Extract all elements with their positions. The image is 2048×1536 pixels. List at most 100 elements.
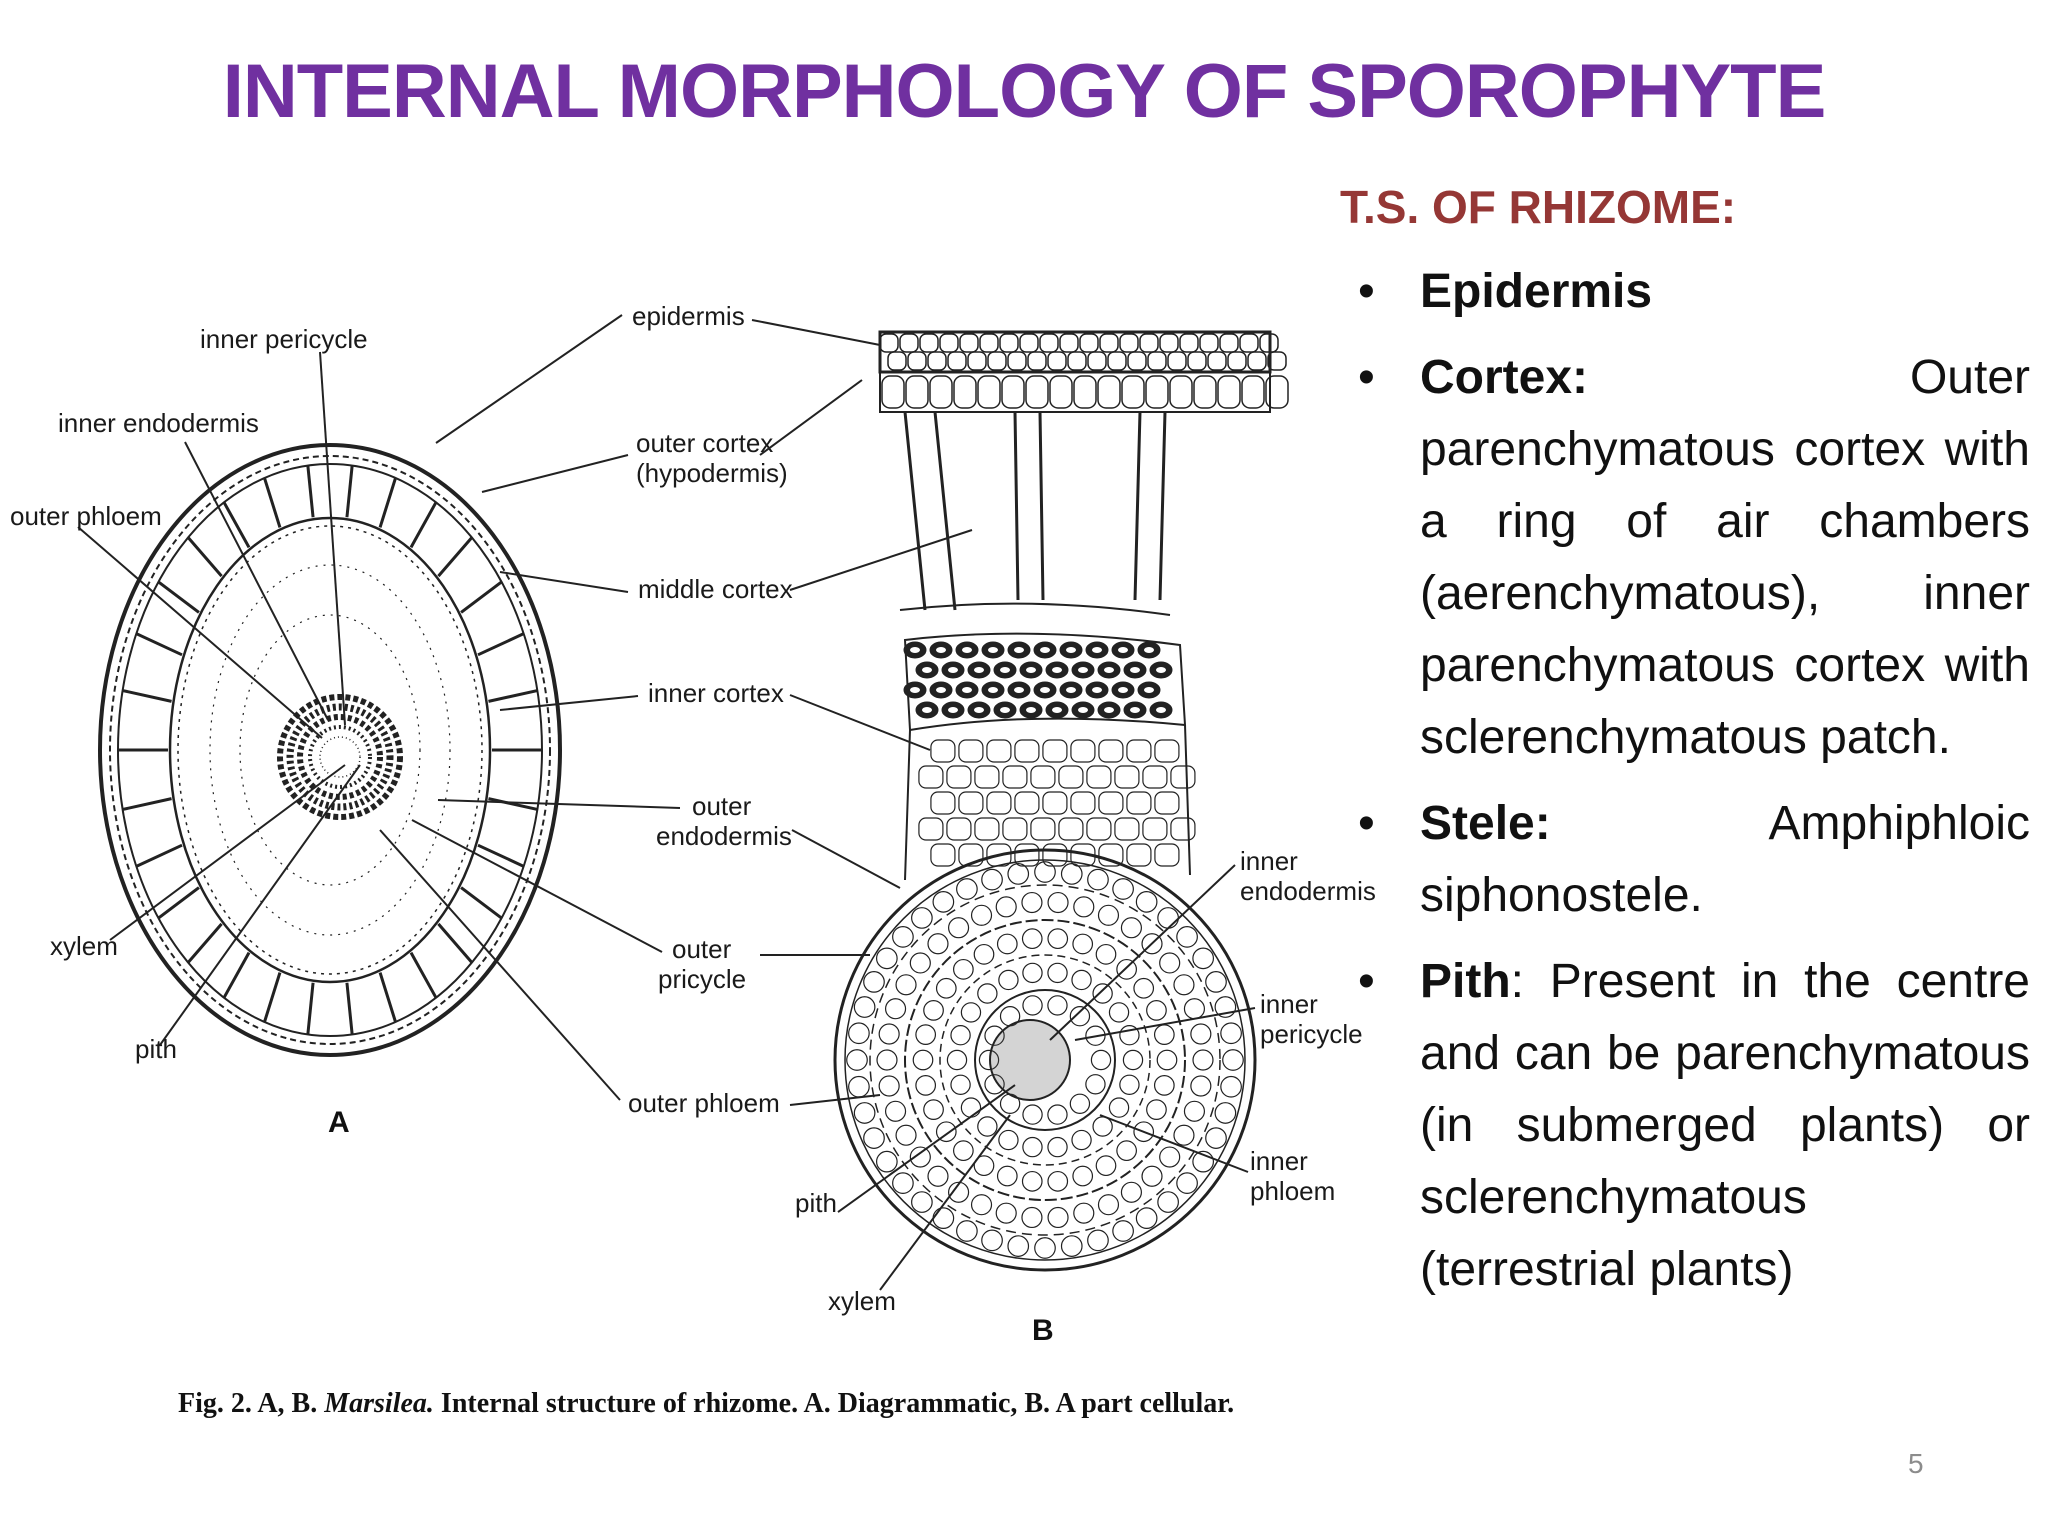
stele-cell (1047, 1170, 1069, 1192)
stele-cell (1205, 1127, 1227, 1149)
air-chamber-septum (135, 843, 183, 868)
stele-cell (878, 1023, 900, 1045)
rhizome-diagram: inner pericycle inner endodermis outer p… (10, 301, 1376, 1347)
cortex-cell (1126, 739, 1152, 763)
cortex-cell (1114, 817, 1140, 841)
b-inner-cortex-edge (904, 724, 1191, 881)
sclerenchyma-lumen (1118, 687, 1128, 693)
stele-cell (909, 1146, 931, 1168)
stele-cell (909, 952, 931, 974)
epidermis-cell (1047, 351, 1067, 371)
stele-cell (1116, 958, 1137, 980)
sclerenchyma-lumen (922, 707, 932, 713)
air-chamber-septum (345, 465, 354, 518)
stele-cell (1022, 1136, 1043, 1158)
figure-letter-a: A (328, 1106, 350, 1139)
epidermis-cell (927, 351, 947, 371)
stele-cell (998, 1129, 1019, 1151)
b-outer-endodermis (833, 848, 1257, 1272)
epidermis-cell (959, 333, 979, 353)
stele-cell (1097, 1194, 1120, 1216)
stele-cell (1192, 1150, 1215, 1173)
sclerenchyma-lumen (1130, 707, 1140, 713)
a-inner-cortex-texture (177, 525, 483, 975)
a-outer-cortex-ring (117, 463, 543, 1037)
caption-prefix: Fig. 2. A, B. (178, 1388, 325, 1419)
stele-cell (948, 917, 970, 939)
stele-cell (960, 1097, 982, 1118)
stele-cell (932, 1207, 955, 1230)
air-chamber-septum (157, 886, 200, 920)
stele-cell (1112, 878, 1134, 900)
sclerenchyma-lumen (948, 707, 958, 713)
hypodermis-cell (1169, 375, 1193, 409)
epidermis-cell (1167, 351, 1187, 371)
epidermis-cell (1159, 333, 1179, 353)
sclerenchyma-lumen (1040, 687, 1050, 693)
epidermis-cell (1259, 333, 1279, 353)
label-a-xylem: xylem (50, 931, 118, 961)
air-chamber-septum (222, 501, 251, 549)
bullet-dot: • (1358, 797, 1375, 850)
stele-cell (1183, 1100, 1206, 1122)
air-chamber-septum (345, 982, 354, 1035)
figure-letter-b: B (1032, 1314, 1054, 1347)
stele-cell (995, 1202, 1017, 1224)
stele-cell (950, 1074, 971, 1095)
stele-cell (1047, 1136, 1068, 1158)
hypodermis-cell (881, 375, 905, 409)
cortex-cell (986, 739, 1012, 763)
stele-cell (1060, 1235, 1083, 1257)
stele-cell (970, 904, 993, 926)
stele-cell (946, 1049, 968, 1071)
hypodermis-cell (905, 375, 929, 409)
hypodermis-cell (929, 375, 953, 409)
cortex-cell (1070, 791, 1096, 815)
label-middle-cortex: middle cortex (638, 574, 793, 604)
stele-cell (1021, 928, 1043, 950)
sclerenchyma-lumen (1156, 707, 1166, 713)
b-outer-pericycle (844, 859, 1246, 1261)
label-b-inner-endodermis-2: endodermis (1240, 876, 1376, 906)
air-chamber-septum (263, 477, 282, 528)
b-epidermis-cells (879, 333, 1287, 371)
sclerenchyma-lumen (1078, 707, 1088, 713)
stele-cell (1173, 974, 1195, 996)
b-middle-cortex-edge (899, 602, 1171, 616)
stele-cell (984, 1025, 1005, 1046)
bullet-cortex: •Cortex: Outer parenchymatous cortex wit… (1340, 342, 2030, 774)
sclerenchyma-lumen (962, 647, 972, 653)
bullet-term: Epidermis (1420, 265, 1653, 318)
stele-cell (1022, 995, 1043, 1016)
label-epidermis: epidermis (632, 301, 745, 331)
stele-cell (1220, 1022, 1242, 1045)
bullet-term: Pith (1420, 955, 1511, 1008)
epidermis-cell (1147, 351, 1167, 371)
stele-cell (1183, 998, 1206, 1020)
sclerenchyma-lumen (1052, 707, 1062, 713)
cortex-cell (1070, 739, 1096, 763)
stele-cell (1133, 1121, 1155, 1143)
sclerenchyma-lumen (1156, 667, 1166, 673)
stele-cell (1087, 1229, 1109, 1252)
cortex-cell (1154, 739, 1180, 763)
stele-cell (1119, 1074, 1140, 1095)
stele-cell (953, 958, 974, 980)
stele-cell (863, 1127, 885, 1149)
b-hypodermis (879, 371, 1271, 413)
label-b-xylem: xylem (828, 1286, 896, 1316)
hypodermis-cell (953, 375, 977, 409)
cortex-cell (1014, 739, 1040, 763)
bullet-pith: •Pith: Present in the centre and can be … (1340, 946, 2030, 1306)
stele-cell (1190, 1075, 1212, 1097)
stele-cell (1021, 891, 1043, 914)
sclerenchyma-lumen (1130, 667, 1140, 673)
stele-cell (1146, 1099, 1167, 1120)
hypodermis-cell (1097, 375, 1121, 409)
air-chamber-septum (378, 972, 397, 1023)
air-chamber-septum (409, 951, 438, 999)
epidermis-cell (887, 351, 907, 371)
cortex-cell (1170, 817, 1196, 841)
sclerenchyma-lumen (936, 647, 946, 653)
stele-cell (956, 878, 978, 900)
